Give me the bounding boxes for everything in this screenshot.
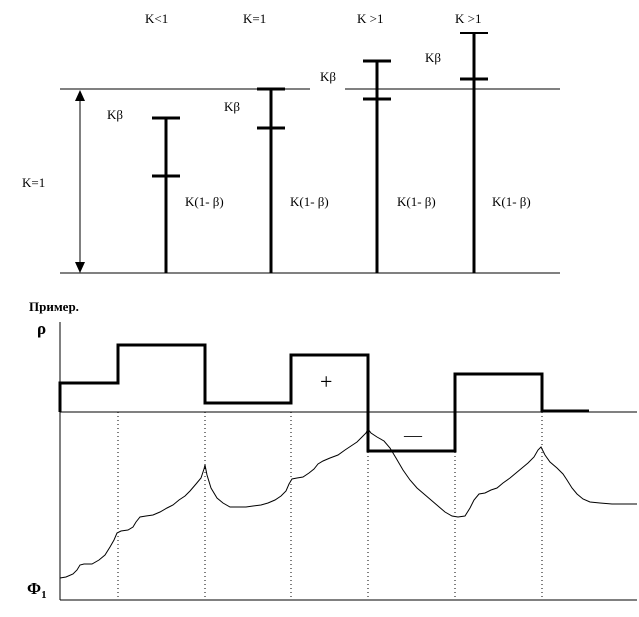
reactivity-step-curve <box>58 343 589 453</box>
flux-curve <box>59 428 637 579</box>
phi-subscript: 1 <box>41 589 47 601</box>
lower-label: K(1- β) <box>290 194 329 209</box>
arrow-up-head <box>75 90 85 101</box>
column-header: K=1 <box>243 11 266 26</box>
upper-label: Kβ <box>107 107 123 122</box>
step-guides <box>117 412 543 600</box>
example-heading: Пример. <box>29 299 79 314</box>
column-header: K >1 <box>455 11 481 26</box>
lower-label: K(1- β) <box>397 194 436 209</box>
upper-label: Kβ <box>320 69 336 84</box>
column-3: K >1 Kβ K(1- β) <box>320 11 436 273</box>
arrow-down-head <box>75 262 85 273</box>
column-1: K<1 Kβ K(1- β) <box>107 11 224 273</box>
example-diagram: Пример. ρ Φ1 + — <box>27 299 637 601</box>
upper-label: Kβ <box>224 99 240 114</box>
column-4: K >1 Kβ K(1- β) <box>425 11 531 273</box>
positive-region-sign: + <box>320 369 332 394</box>
column-header: K >1 <box>357 11 383 26</box>
top-diagram: K=1 K<1 Kβ K(1- β) K=1 Kβ K(1- β) K >1 K… <box>22 11 560 274</box>
rho-axis-label: ρ <box>37 319 46 338</box>
column-header: K<1 <box>145 11 168 26</box>
total-label: K=1 <box>22 175 45 190</box>
column-2: K=1 Kβ K(1- β) <box>224 11 329 273</box>
upper-label: Kβ <box>425 50 441 65</box>
lower-label: K(1- β) <box>492 194 531 209</box>
negative-region-sign: — <box>403 425 423 445</box>
lower-label: K(1- β) <box>185 194 224 209</box>
phi-axis-label: Φ1 <box>27 579 47 601</box>
